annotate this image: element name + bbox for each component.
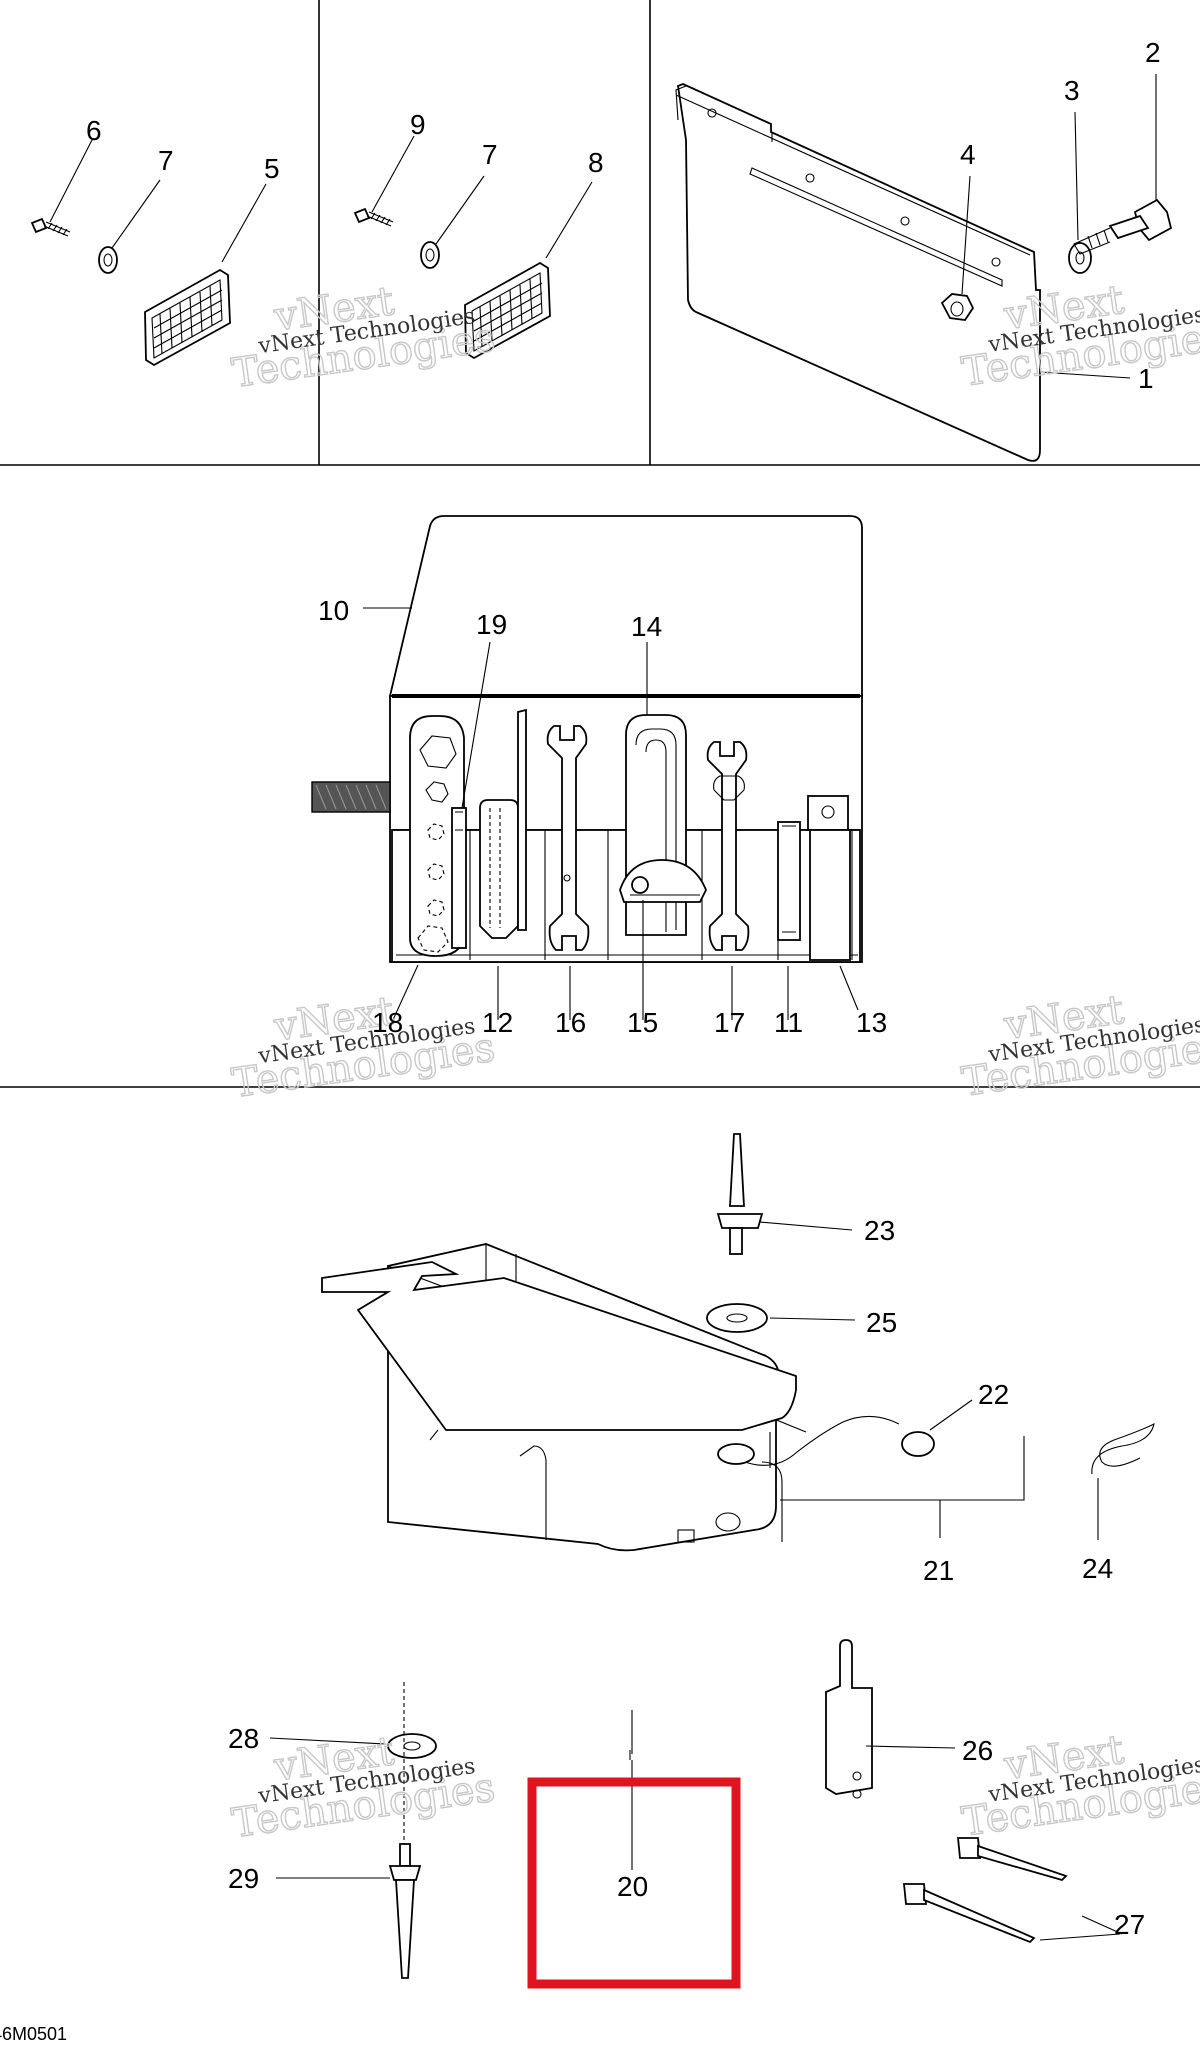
callout-10: 10 [318, 595, 349, 626]
leader-9 [371, 135, 415, 213]
leader-1 [1039, 371, 1131, 379]
watermark-bottom-right: vNext Technologies vNext Technologies [958, 1726, 1200, 1846]
callout-9: 9 [410, 109, 426, 140]
hairpin-24 [1091, 1422, 1155, 1475]
leader-27 [1039, 1915, 1123, 1941]
leader-22 [929, 1399, 973, 1431]
leader-13 [839, 965, 859, 1011]
vent-grille-5 [144, 268, 231, 367]
washer-3 [1068, 242, 1092, 274]
leader-5 [221, 183, 267, 263]
callout-14: 14 [631, 611, 662, 642]
screw-6 [30, 217, 71, 237]
callout-5: 5 [264, 153, 280, 184]
leader-6 [49, 139, 93, 223]
leader-23 [759, 1221, 853, 1231]
rivets-27 [903, 1837, 1068, 1944]
strap-22 [717, 1415, 935, 1466]
vent-grille-8 [464, 261, 551, 360]
callout-labels: 1 2 3 4 5 6 7 7 8 9 10 11 12 13 14 15 16… [86, 37, 1161, 1940]
leader-7b [435, 175, 485, 245]
bracket-21 [780, 1436, 1025, 1538]
rivet-29 [388, 1843, 422, 1979]
leader-3 [1074, 111, 1079, 241]
callout-21: 21 [923, 1555, 954, 1586]
screw-9 [353, 207, 394, 227]
wrench-17 [706, 741, 750, 951]
callout-19: 19 [476, 609, 507, 640]
callout-20: 20 [617, 1871, 648, 1902]
pin-19 [451, 807, 467, 949]
mud-flap-1 [675, 83, 1041, 462]
watermark-bottom-left: vNext Technologies vNext Technologies [228, 1728, 498, 1848]
screwdriver-12 [479, 708, 527, 939]
leader-28 [269, 1737, 387, 1745]
callout-25: 25 [866, 1307, 897, 1338]
nut-4 [940, 293, 975, 321]
callout-2: 2 [1145, 37, 1161, 68]
washer-7a [98, 246, 118, 274]
wrench-16 [546, 725, 590, 951]
callout-13: 13 [856, 1007, 887, 1038]
washer-28 [387, 1682, 437, 1860]
watermark-top-left: vNext Technologies vNext Technologies [228, 278, 498, 398]
rivet-23 [716, 1133, 764, 1255]
washer-7b [420, 241, 440, 269]
callout-1: 1 [1138, 363, 1154, 394]
watermark-mid-right: vNext Technologies vNext Technologies [958, 986, 1200, 1106]
highlight-box [527, 1777, 741, 1989]
callout-18: 18 [372, 1007, 403, 1038]
leader-4 [961, 175, 971, 295]
callout-7a: 7 [158, 145, 174, 176]
bracket-26 [825, 1639, 873, 1799]
callout-17: 17 [714, 1007, 745, 1038]
diagram-code: 46M0501 [0, 2024, 67, 2044]
leader-19 [461, 641, 491, 809]
callout-22: 22 [978, 1379, 1009, 1410]
callout-26: 26 [962, 1735, 993, 1766]
leader-7a [111, 179, 161, 249]
callout-12: 12 [482, 1007, 513, 1038]
washer-25 [706, 1303, 768, 1333]
leader-25 [769, 1317, 856, 1321]
panel-dividers [0, 0, 1200, 1088]
callout-27: 27 [1114, 1909, 1145, 1940]
callout-4: 4 [960, 139, 976, 170]
callout-29: 29 [228, 1863, 259, 1894]
leader-26 [865, 1745, 956, 1749]
lid-21 [321, 1261, 797, 1543]
callout-16: 16 [555, 1007, 586, 1038]
callout-8: 8 [588, 147, 604, 178]
callout-24: 24 [1082, 1553, 1113, 1584]
callout-11: 11 [774, 1007, 803, 1038]
bolt-2 [1073, 198, 1173, 255]
callout-3: 3 [1064, 75, 1080, 106]
callout-6: 6 [86, 115, 102, 146]
callout-15: 15 [627, 1007, 658, 1038]
callout-23: 23 [864, 1215, 895, 1246]
leader-8 [545, 181, 593, 259]
callout-28: 28 [228, 1723, 259, 1754]
leader-18 [391, 964, 419, 1023]
fuse-holder-13 [807, 795, 851, 961]
spark-plug-wrench-15 [619, 859, 707, 903]
fuse-11 [777, 821, 801, 941]
callout-7b: 7 [482, 139, 498, 170]
